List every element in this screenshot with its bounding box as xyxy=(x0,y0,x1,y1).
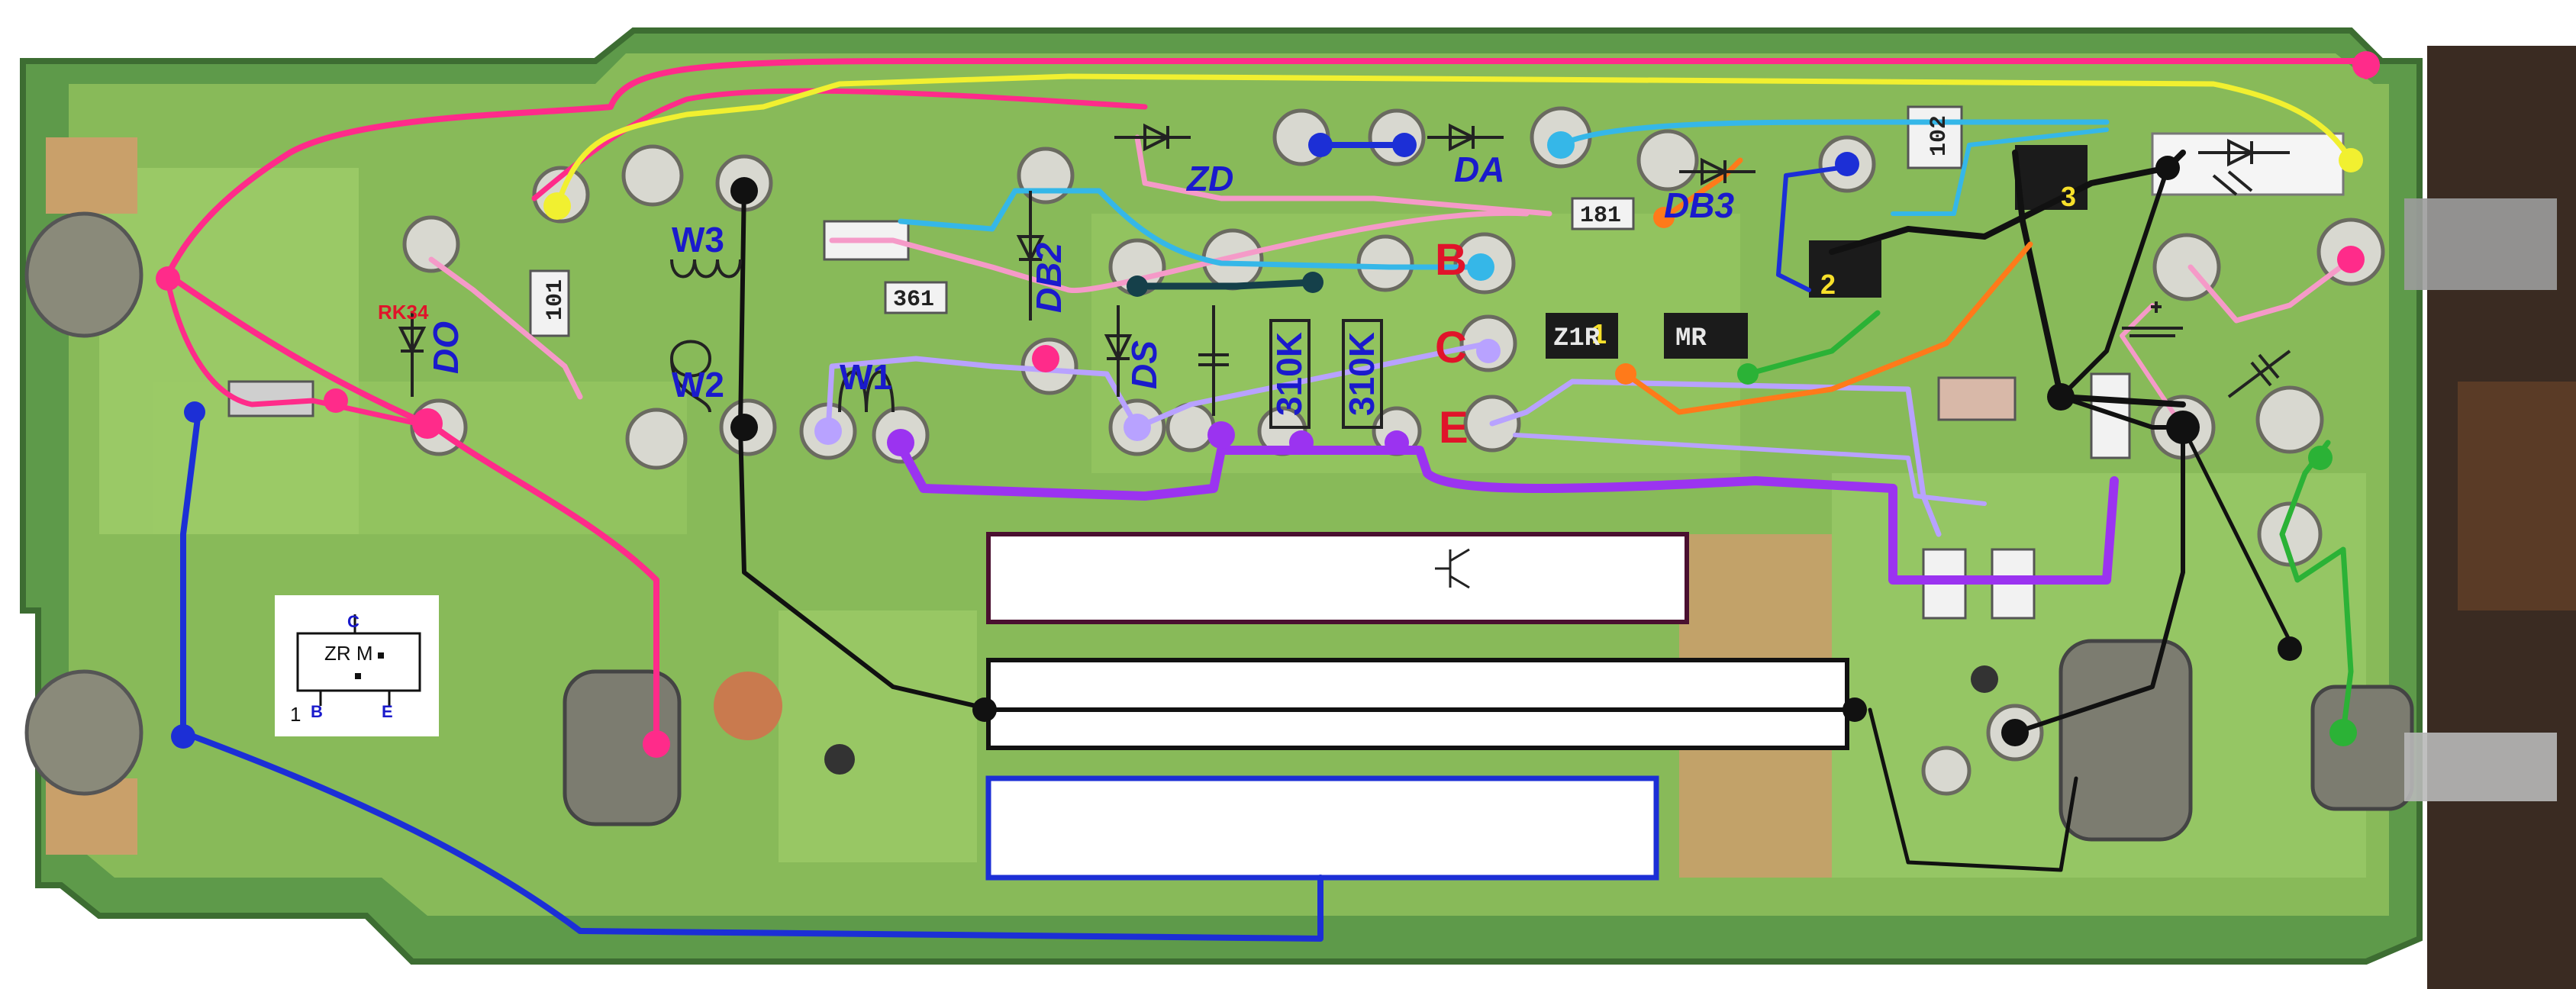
label-da: DA xyxy=(1454,150,1504,189)
label-chip3: 3 xyxy=(2061,181,2076,212)
capacitor-2-icon xyxy=(2227,350,2291,398)
inset-pin-e: E xyxy=(382,702,393,721)
annotation-boxes xyxy=(985,532,1849,881)
inset-pin-1: 1 xyxy=(290,703,301,726)
label-w2: W2 xyxy=(672,365,724,404)
label-w3: W3 xyxy=(672,220,724,259)
inset-pin-c: C xyxy=(347,612,359,631)
photo-diode-icon xyxy=(2198,138,2290,196)
pinout-inset: ZR M C B E 1 xyxy=(275,595,439,736)
label-zd: ZD xyxy=(1185,159,1233,198)
res-361-marking: 361 xyxy=(893,287,934,313)
coil-w1-icon xyxy=(838,370,895,413)
label-w1: W1 xyxy=(840,357,892,397)
chip-mr-marking: MR xyxy=(1675,324,1707,353)
inset-title: ZR M xyxy=(324,642,373,665)
wire-joints xyxy=(156,51,2380,758)
label-c: C xyxy=(1435,323,1467,372)
label-do: DO xyxy=(426,321,466,374)
label-b: B xyxy=(1435,235,1467,285)
label-e: E xyxy=(1439,403,1469,453)
label-rk34: RK34 xyxy=(378,301,429,324)
resistor-310k-2-icon xyxy=(1342,319,1383,429)
transistor-symbol-icon xyxy=(1435,548,1470,589)
resistor-310k-1-icon xyxy=(1269,319,1311,429)
smd-markings: Z1R MR 181 361 101 102 xyxy=(543,115,1952,353)
coil-w3-icon xyxy=(670,259,742,279)
label-db2: DB2 xyxy=(1029,243,1069,313)
inset-pin-b: B xyxy=(311,702,323,721)
diode-da-icon xyxy=(1427,123,1504,152)
label-r2: 310K xyxy=(1342,332,1381,416)
res-102-marking: 102 xyxy=(1926,115,1952,156)
diode-db2-icon xyxy=(1016,191,1045,321)
res-181-marking: 181 xyxy=(1580,203,1621,229)
coil-w2-icon xyxy=(670,340,712,413)
label-chip1: 1 xyxy=(1591,318,1607,350)
diode-do-icon xyxy=(398,313,427,397)
label-db3: DB3 xyxy=(1664,185,1734,225)
diode-db3-icon xyxy=(1679,157,1755,186)
chip1-marking: Z1R xyxy=(1553,324,1601,353)
polar-capacitor-icon xyxy=(2122,301,2183,337)
component-labels: ZD DA DB3 DB2 DS DO RK34 W1 W2 W3 B C E … xyxy=(378,150,2076,453)
label-chip2: 2 xyxy=(1820,269,1836,300)
label-r1: 310K xyxy=(1269,332,1309,416)
capacitor-icon xyxy=(1198,305,1229,416)
label-ds: DS xyxy=(1124,340,1164,389)
diode-zd-icon xyxy=(1114,123,1191,152)
schematic-symbols xyxy=(398,123,2291,429)
res-101-marking: 101 xyxy=(543,279,569,321)
diode-ds-icon xyxy=(1104,305,1133,397)
